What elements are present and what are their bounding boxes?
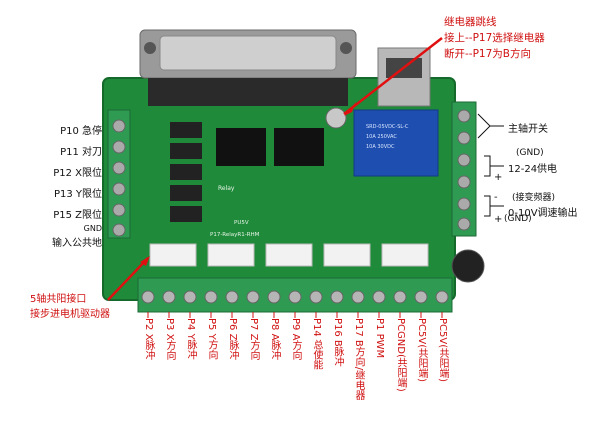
- label-pc5v-2: PC5V(共阳端): [437, 318, 448, 383]
- db25-connector: [139, 29, 357, 106]
- label-gnd-left: GND: [83, 224, 102, 233]
- label-p3: P3 X方向: [164, 318, 175, 361]
- label-p7: P7 Z方向: [248, 318, 259, 361]
- usb-connector: [377, 47, 431, 107]
- relay: SRD-05VDC-SL-C 10A 250VAC 10A 30VDC: [353, 109, 439, 177]
- label-plus-1: +: [494, 172, 503, 183]
- label-minus-1: -: [494, 192, 498, 203]
- left-terminal-block: [107, 109, 131, 239]
- label-gnd-2: (GND): [504, 214, 532, 224]
- common-anode-line1: 5轴共阳接口: [30, 294, 87, 305]
- relay-jumper-line2: 断开--P17为B方向: [444, 48, 531, 60]
- label-plus-2: +: [494, 214, 503, 225]
- label-p8: P8 A脉冲: [269, 318, 280, 361]
- common-anode-callout: 5轴共阳接口 接步进电机驱动器: [30, 292, 110, 322]
- bottom-terminal-block: [137, 277, 453, 313]
- label-p16: P16 B脉冲: [332, 318, 343, 367]
- label-p9: P9 A方向: [290, 318, 301, 361]
- right-terminal-block: [451, 101, 477, 237]
- silk-model: P17-RelayR1-RHM: [210, 232, 260, 238]
- label-p5: P5 Y方向: [206, 318, 217, 360]
- label-input-common-ground: 输入公共地: [52, 238, 102, 249]
- label-p10: P10 急停: [60, 126, 102, 137]
- label-spindle-switch: 主轴开关: [508, 124, 548, 135]
- label-pcgnd: PCGND(共阳端): [395, 318, 406, 392]
- svg-text:10A 250VAC: 10A 250VAC: [366, 134, 397, 140]
- silk-relay: Relay: [218, 185, 235, 192]
- label-p1: P1 PWM: [374, 318, 385, 359]
- label-p15: P15 Z限位: [53, 210, 102, 221]
- label-p11: P11 对刀: [60, 147, 102, 158]
- silk-pu5v: PU5V: [234, 220, 249, 226]
- label-p17: P17 B方向/继电器: [353, 318, 364, 401]
- label-p12: P12 X限位: [53, 168, 102, 179]
- relay-jumper-title: 继电器跳线: [444, 16, 497, 28]
- svg-text:SRD-05VDC-SL-C: SRD-05VDC-SL-C: [366, 124, 409, 130]
- label-analog-output: 0-10V调速输出: [508, 208, 578, 219]
- label-inverter: (接变频器): [512, 193, 556, 203]
- label-p2: P2 X脉冲: [143, 318, 154, 361]
- label-pc5v-1: PC5V(共阳端): [416, 318, 427, 383]
- label-p13: P13 Y限位: [53, 189, 102, 200]
- svg-text:10A 30VDC: 10A 30VDC: [366, 144, 395, 150]
- label-p6: P6 Z脉冲: [227, 318, 238, 361]
- common-anode-line2: 接步进电机驱动器: [30, 309, 110, 320]
- label-power: 12-24供电: [508, 164, 558, 175]
- relay-jumper-line1: 接上--P17选择继电器: [444, 32, 545, 44]
- relay-jumper-callout: 继电器跳线 接上--P17选择继电器 断开--P17为B方向: [444, 14, 545, 62]
- label-gnd-1: (GND): [516, 148, 544, 158]
- label-p4: P4 Y脉冲: [185, 318, 196, 360]
- label-p14: P14 总使能: [311, 318, 322, 370]
